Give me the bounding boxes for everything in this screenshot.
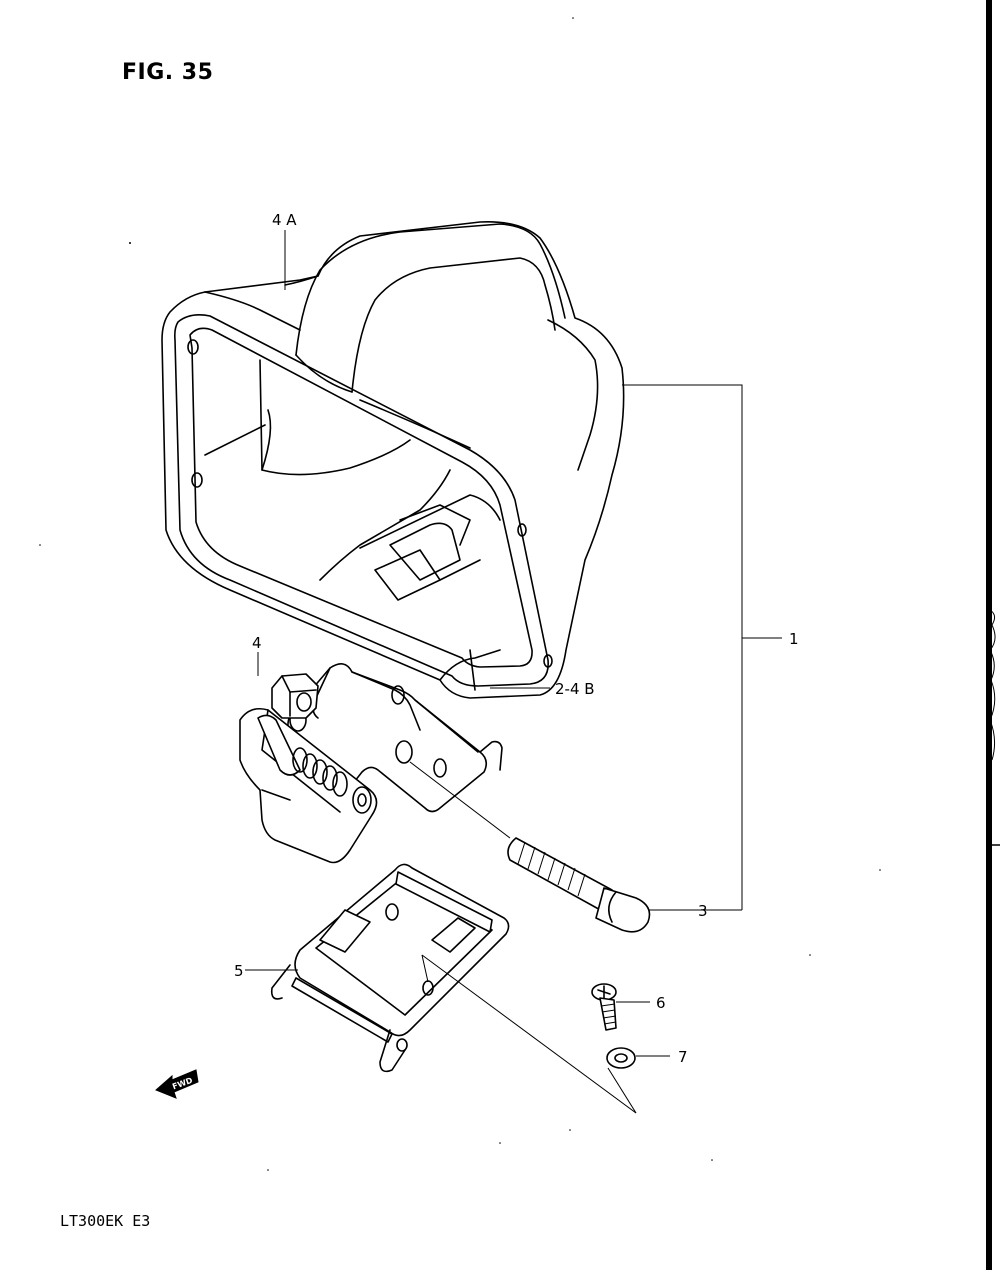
headlight-housing bbox=[161, 221, 625, 699]
callout-7: 7 bbox=[678, 1048, 688, 1066]
base-plate bbox=[270, 863, 510, 1073]
figure-title: FIG. 35 bbox=[122, 60, 214, 85]
callout-3: 3 bbox=[698, 902, 708, 920]
fwd-arrow-icon: FWD bbox=[155, 1069, 199, 1099]
scan-specks bbox=[39, 17, 881, 1171]
mounting-bracket bbox=[239, 663, 503, 864]
leader-lines bbox=[245, 230, 782, 1114]
long-bolt bbox=[507, 837, 651, 933]
callout-6: 6 bbox=[656, 994, 666, 1012]
right-border-bar bbox=[986, 0, 992, 1270]
screw bbox=[591, 983, 617, 1031]
hex-nut bbox=[271, 673, 319, 719]
callout-5: 5 bbox=[234, 962, 244, 980]
callout-4a: 4 A bbox=[272, 211, 297, 229]
model-code: LT300EK E3 bbox=[60, 1212, 151, 1230]
edge-artifact bbox=[989, 609, 996, 761]
callout-1: 1 bbox=[789, 630, 799, 648]
callout-4: 4 bbox=[252, 634, 262, 652]
washer bbox=[606, 1047, 636, 1069]
hinge-spring bbox=[292, 747, 348, 797]
fwd-label: FWD bbox=[171, 1076, 194, 1092]
callout-2-4b: 2-4 B bbox=[555, 680, 595, 698]
